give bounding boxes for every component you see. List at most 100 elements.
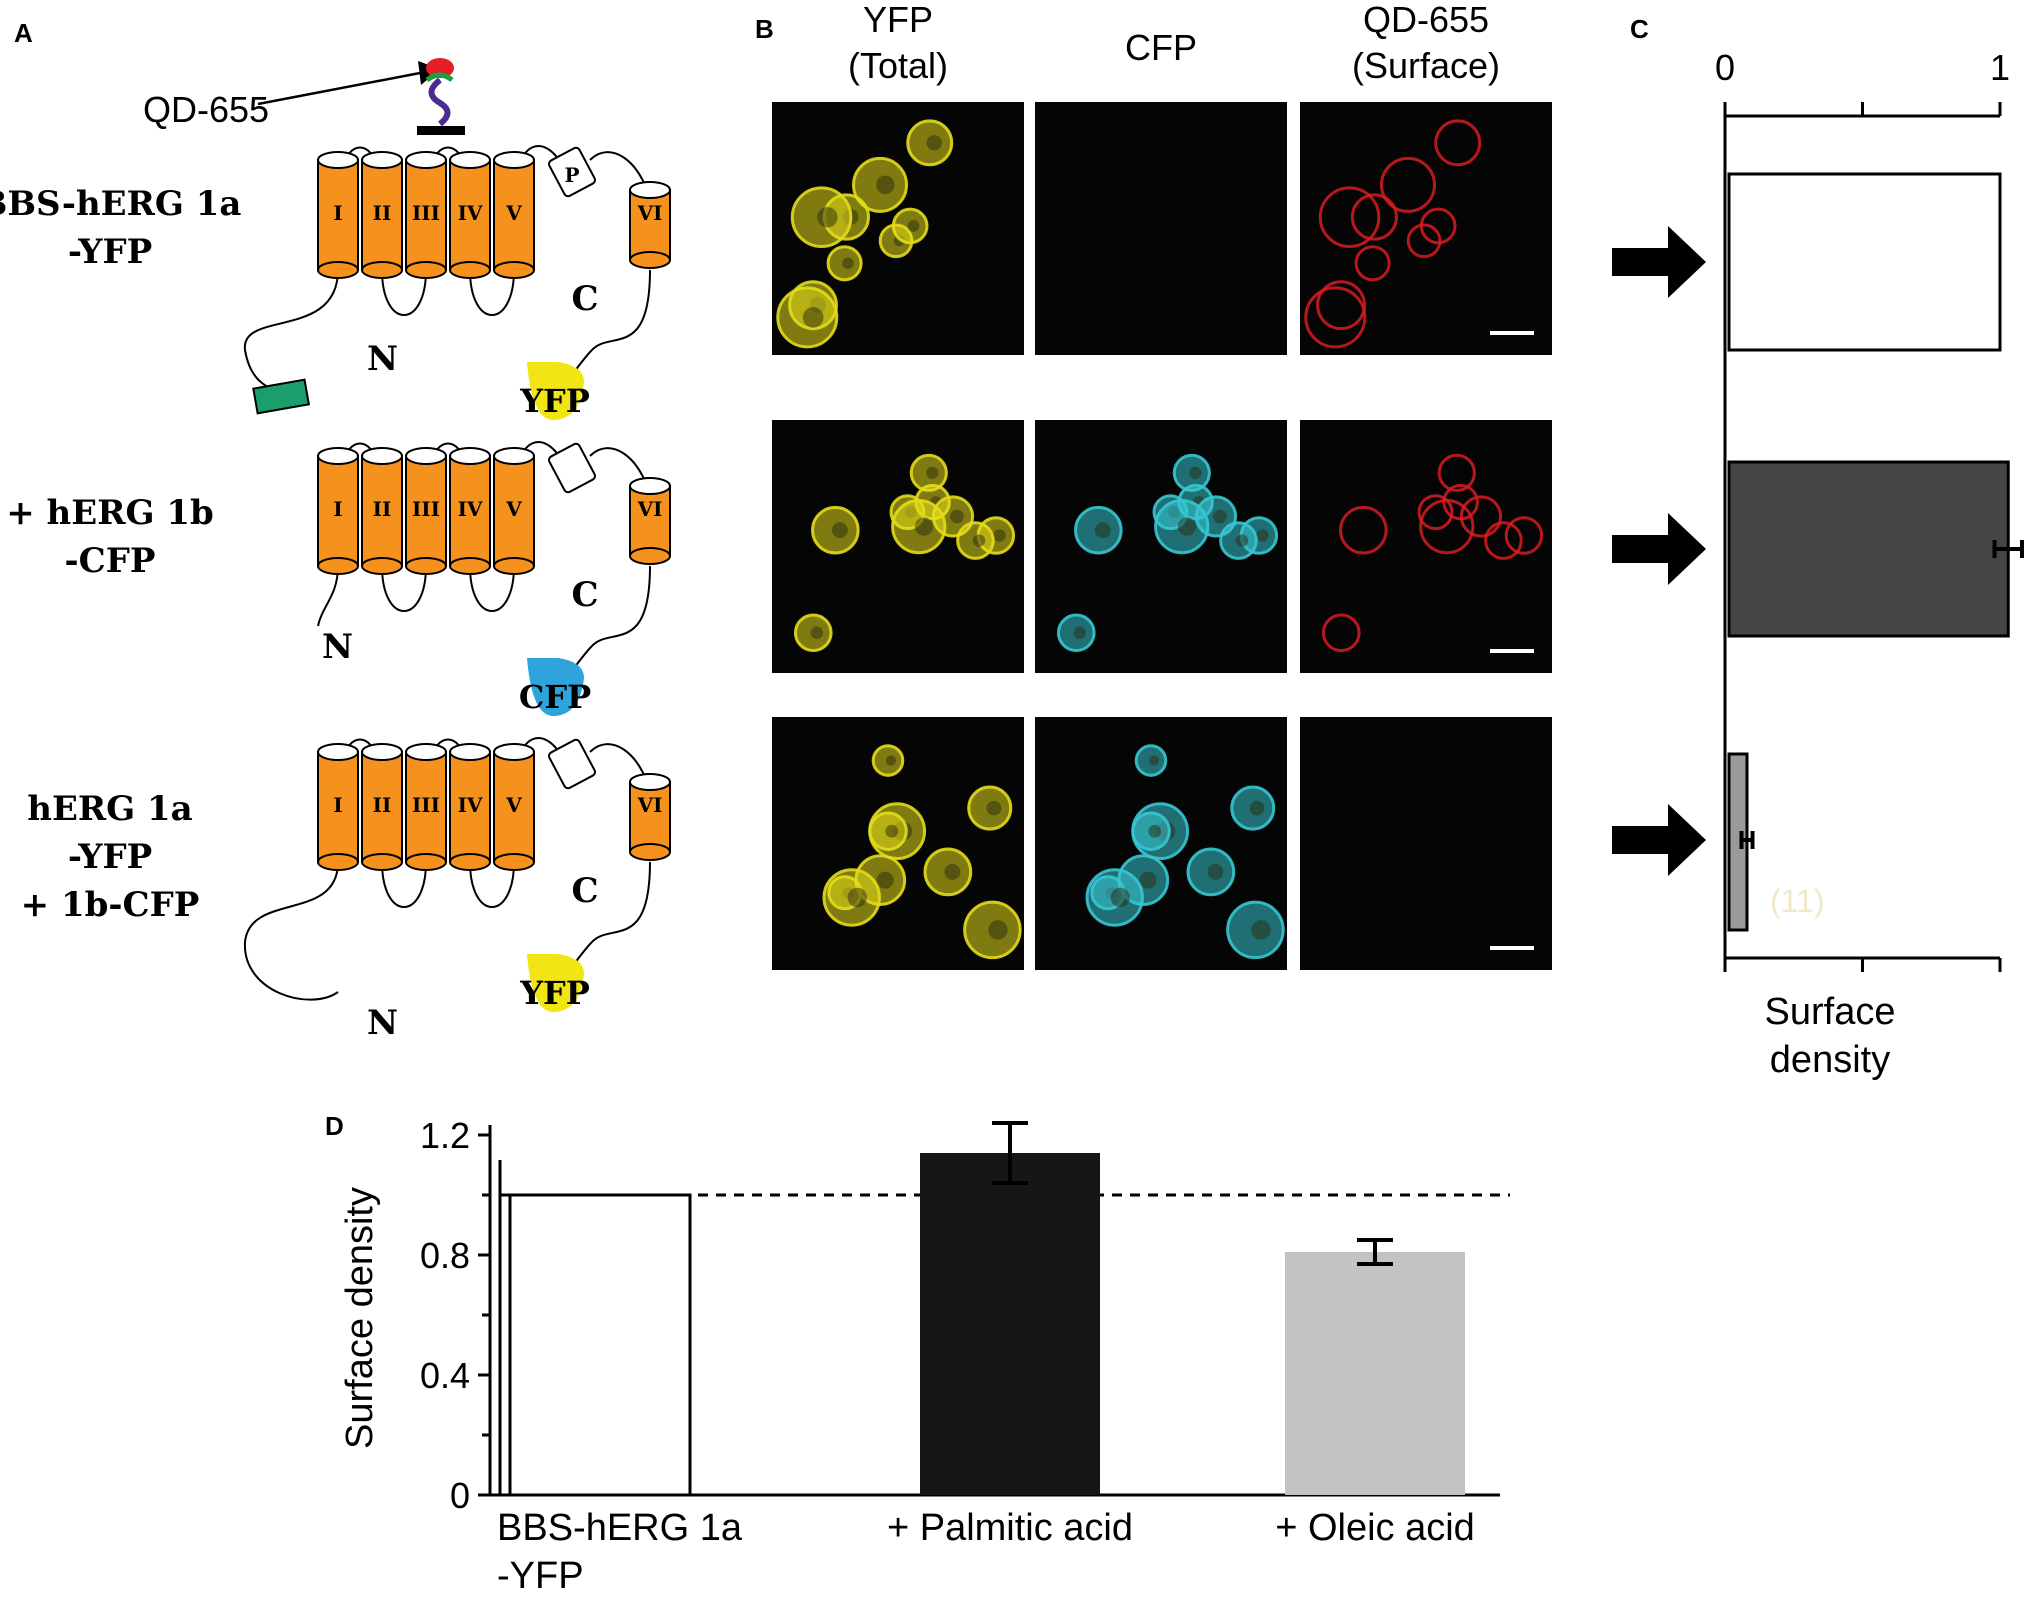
segment-label: VI [637,793,663,817]
pore-helix-icon [548,442,596,494]
panel-label-c: C [1630,14,1649,44]
d-tick-label: 0.4 [420,1355,470,1396]
transmembrane-segment: II [361,151,403,279]
panel-label-a: A [14,18,33,48]
transmembrane-segment: III [405,743,447,871]
d-bar [920,1153,1100,1495]
segment-label: VI [637,497,663,521]
construct-name-line: BBS-hERG 1a [0,184,241,224]
n-terminal-label: N [367,339,398,379]
construct-name-line: -CFP [65,541,156,581]
fluor-tag-label: YFP [519,974,590,1012]
c-terminal-label: C [571,871,598,911]
fluor-tag: YFP [519,362,590,421]
d-error-bar [992,1121,1028,1185]
segment-label: I [333,201,342,225]
d-bar [1285,1252,1465,1495]
scale-bar [1490,946,1534,950]
scale-bar [1490,649,1534,653]
row-arrow-icon [1612,226,1706,298]
construct-name-line: -YFP [68,232,152,272]
transmembrane-segment: I [317,151,359,279]
segment-label: II [373,793,392,817]
c-axis-label-word: density [1770,1039,1890,1081]
image-grid [772,102,1552,970]
pore-label: P [564,163,579,187]
micrograph [772,420,1024,673]
d-category-label: -YFP [497,1555,584,1597]
fluor-tag-label: YFP [519,382,590,420]
segment-label: IV [458,201,483,225]
n-terminal-label: N [322,627,353,667]
transmembrane-segment: IV [449,743,491,871]
transmembrane-segment: III [405,151,447,279]
segment-label: III [412,793,440,817]
panel-d-bars: BBS-hERG 1a-YFP+ Palmitic acid+ Oleic ac… [497,1121,1475,1597]
image-column-header: (Total) [848,45,948,86]
image-column-header: (Surface) [1352,45,1500,86]
micrograph [1300,102,1552,355]
transmembrane-segment: V [493,743,535,871]
micrograph [772,102,1024,355]
transmembrane-segment: VI [629,477,671,565]
construct-name-line: + 1b-CFP [21,885,200,925]
transmembrane-segment: VI [629,181,671,269]
panel-label-b: B [755,14,774,44]
fluor-tag: CFP [519,658,591,717]
c-terminal-label: C [571,279,598,319]
quantum-dot-icon [417,58,465,135]
construct-name-line: -YFP [68,837,152,877]
transmembrane-segment: V [493,447,535,575]
segment-label: I [333,497,342,521]
transmembrane-segment: II [361,743,403,871]
transmembrane-segment: III [405,447,447,575]
construct-name-line: + hERG 1b [6,493,214,533]
transmembrane-segment: I [317,447,359,575]
segment-label: V [505,793,522,817]
micrograph [1035,102,1287,355]
micrograph [1035,420,1287,673]
d-y-axis-label: Surface density [339,1187,381,1449]
micrograph [1300,420,1552,673]
d-tick-label: 0 [450,1475,470,1516]
image-column-header: CFP [1125,27,1197,68]
fluor-tag-label: CFP [519,678,591,716]
panel-c-bars: (11) [1727,172,2024,932]
micrograph [772,717,1024,970]
c-terminal-label: C [571,575,598,615]
pore-helix-icon [548,738,596,790]
d-error-bar [1357,1238,1393,1266]
n-terminal-label: N [367,1003,398,1043]
construct-name-line: hERG 1a [27,789,192,829]
d-tick-label: 1.2 [420,1115,470,1156]
segment-label: II [373,201,392,225]
row-arrow-icon [1612,804,1706,876]
c-axis-label-word: Surface [1765,991,1896,1033]
transmembrane-segment: VI [629,773,671,861]
fluor-tag: YFP [519,954,590,1013]
pore-helix-icon: P [548,146,596,198]
transmembrane-segment: IV [449,151,491,279]
segment-label: V [505,497,522,521]
transmembrane-segment: II [361,447,403,575]
scale-bar [1490,331,1534,335]
image-column-header: YFP [863,0,933,40]
c-error-bar [1992,540,2024,558]
transmembrane-segment: IV [449,447,491,575]
qd-pointer-arrow [257,71,421,106]
d-tick-label: 0.8 [420,1235,470,1276]
segment-label: V [505,201,522,225]
segment-label: IV [458,793,483,817]
transmembrane-segment: I [317,743,359,871]
segment-label: III [412,497,440,521]
d-category-label: + Palmitic acid [887,1507,1133,1549]
